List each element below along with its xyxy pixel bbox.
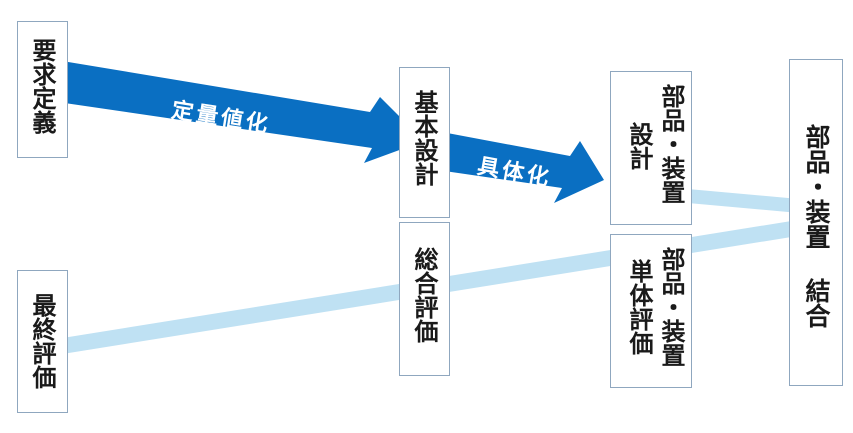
integration-line2: 結合 [802,278,831,328]
system-eval-box: 総合評価 [399,222,450,376]
requirements-box: 要求定義 [17,21,68,158]
requirements-label: 要求定義 [28,38,56,134]
part-design-line2: 設計 [625,122,653,170]
unit-eval-line2: 単体評価 [625,259,653,355]
part-design-line1: 部品・装置 [657,84,685,204]
integration-line1: 部品・装置 [802,124,831,249]
concretize-arrow [410,126,604,203]
part-design-box: 部品・装置 設計 [610,71,692,225]
final-eval-box: 最終評価 [17,270,68,413]
basic-design-label: 基本設計 [410,90,438,186]
quantify-arrow [44,58,424,163]
final-eval-label: 最終評価 [28,293,56,389]
system-eval-label: 総合評価 [410,247,438,343]
basic-design-box: 基本設計 [399,67,450,218]
unit-eval-box: 部品・装置 単体評価 [610,234,692,388]
integration-box: 部品・装置 結合 [789,59,843,386]
unit-eval-line1: 部品・装置 [657,247,685,367]
